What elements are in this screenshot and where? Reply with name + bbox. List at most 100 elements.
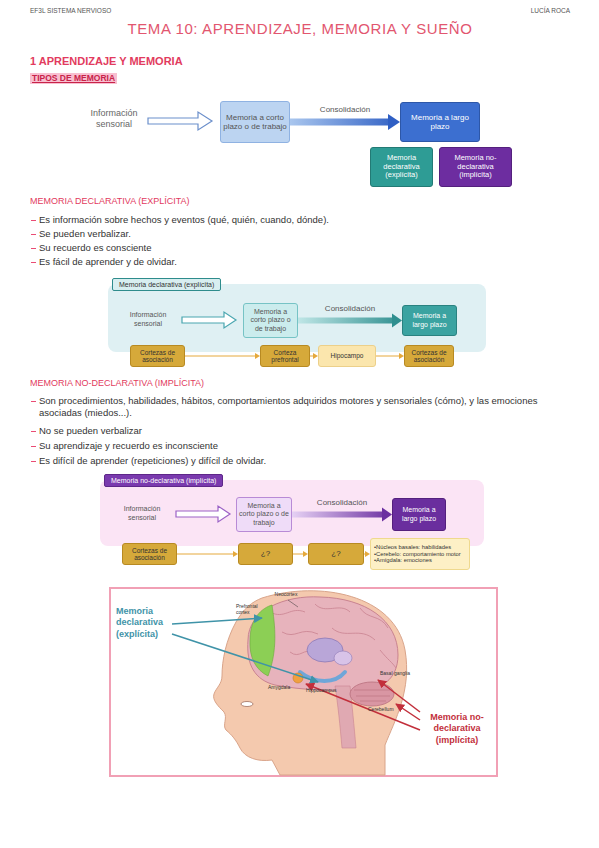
connector-arrow — [290, 114, 400, 130]
memory-box: •Núcleos basales: habilidades•Cerebelo: … — [370, 538, 470, 570]
arrow-head — [303, 551, 308, 557]
bullet-text: Es fácil de aprender y de olvidar. — [30, 256, 575, 268]
memory-box: Cortezas de asociación — [122, 543, 177, 565]
node-text: Memoria a largo plazo — [405, 312, 454, 328]
node-text: Memoria a corto plazo o de trabajo — [246, 308, 295, 332]
brain — [248, 597, 398, 691]
connector-arrow — [177, 551, 238, 557]
connector-arrow — [364, 551, 370, 557]
arrow-head — [392, 314, 402, 328]
memory-box: Cortezas de asociación — [130, 345, 185, 367]
input-label: Información sensorial — [80, 108, 148, 131]
node-text: ¿? — [261, 549, 270, 558]
part-name: Hippocampus — [306, 687, 346, 693]
node-text: •Cerebelo: comportamiento motor — [374, 551, 461, 558]
node-text: Memoria a largo plazo — [395, 506, 443, 522]
memory-box: ¿? — [308, 543, 364, 565]
cerebellum-folds — [354, 690, 390, 701]
subsection-heading: TIPOS DE MEMORIA — [30, 73, 117, 84]
hollow-arrow — [148, 112, 212, 130]
connector-line — [376, 356, 400, 357]
amygdala — [293, 673, 303, 683]
connector-line — [185, 356, 256, 357]
memory-box: Memoria no-declarativa (implícita) — [439, 147, 512, 187]
arrow-head — [313, 353, 318, 359]
memory-band: Memoria declarativa (explícita)Memoria a… — [108, 284, 486, 352]
bullet-text: Su recuerdo es consciente — [30, 242, 575, 254]
author-name: LUCÍA ROCA — [490, 7, 570, 15]
part-name: Neocortex — [266, 591, 306, 597]
bullet-text: Son procedimientos, habilidades, hábitos… — [30, 395, 578, 419]
running-header: EF3L SISTEMA NERVIOSO — [30, 7, 190, 15]
memory-box: Corteza prefrontal — [260, 345, 310, 367]
hippocampus — [300, 672, 345, 681]
leader-line — [288, 600, 298, 607]
memory-box: Memoria a largo plazo — [392, 498, 446, 531]
bullet-text: Su aprendizaje y recuerdo es inconscient… — [30, 440, 575, 452]
node-text: Cortezas de asociación — [133, 349, 182, 364]
prefrontal-region — [250, 605, 275, 676]
memory-box: Cortezas de asociación — [404, 345, 454, 367]
arrow-head — [399, 353, 404, 359]
arrow-head — [388, 114, 400, 130]
memory-box: Memoria a corto plazo o de trabajo — [220, 101, 290, 143]
arrow-head — [255, 353, 260, 359]
edge-label: Consolidación — [320, 105, 370, 115]
brain-gyri — [270, 604, 396, 668]
page-title: TEMA 10: APRENDIZAJE, MEMORIA Y SUEÑO — [100, 20, 500, 39]
node-text: Hipocampo — [331, 352, 364, 359]
connector-line — [177, 554, 234, 555]
node-text: Memoria declarativa (explícita) — [373, 154, 430, 180]
input-label: Información sensorial — [112, 505, 172, 523]
bullet-text: Se pueden verbalizar. — [30, 228, 575, 240]
bullet-text: Es información sobre hechos y eventos (q… — [30, 214, 575, 226]
band-heading: Memoria no-declarativa (implícita) — [104, 474, 223, 487]
leader-arrow — [378, 680, 420, 712]
memory-box: Memoria a corto plazo o de trabajo — [243, 303, 298, 338]
hollow-arrow — [176, 506, 230, 522]
node-text: Corteza prefrontal — [263, 349, 307, 364]
node-text: Memoria a largo plazo — [403, 113, 477, 131]
part-name: Basal ganglia — [380, 670, 412, 676]
connector-arrow — [310, 353, 318, 359]
connector-arrow — [292, 508, 392, 522]
memory-box: Hipocampo — [318, 345, 376, 367]
callout-label: Memoria declarativa (explícita) — [116, 606, 178, 640]
band-heading: Memoria declarativa (explícita) — [112, 278, 221, 291]
callout-label: Memoria no-declarativa (implícita) — [422, 712, 492, 746]
node-text: Memoria a corto plazo o de trabajo — [223, 113, 287, 131]
memory-box: Memoria a largo plazo — [402, 305, 457, 336]
memory-box: ¿? — [238, 543, 293, 565]
part-name: Prefrontal cortex — [236, 603, 268, 616]
part-name: Amygdala — [268, 684, 298, 690]
connector-line — [298, 318, 394, 324]
node-text: Memoria no-declarativa (implícita) — [442, 154, 509, 180]
connector-line — [364, 554, 366, 555]
connector-arrow — [298, 314, 402, 328]
edge-label: Consolidación — [317, 498, 367, 508]
bullet-text: No se pueden verbalizar — [30, 425, 575, 437]
connector-line — [310, 356, 314, 357]
leader-arrow — [172, 634, 318, 682]
node-text: Cortezas de asociación — [407, 349, 451, 364]
arrow-head — [382, 508, 392, 522]
node-text: Cortezas de asociación — [125, 547, 174, 562]
connector-arrow — [376, 353, 404, 359]
brainstem — [335, 686, 356, 748]
edge-label: Consolidación — [325, 304, 375, 314]
memory-box: Memoria a corto plazo o de trabajo — [236, 497, 292, 532]
node-text: ¿? — [331, 549, 340, 558]
memory-band: Memoria no-declarativa (implícita)Memori… — [100, 480, 484, 546]
bullet-text: Es difícil de aprender (repeticiones) y … — [30, 455, 575, 467]
memory-box: Memoria declarativa (explícita) — [370, 147, 433, 187]
part-name: Cerebellum — [368, 706, 408, 712]
leader-arrow — [172, 618, 262, 624]
connector-line — [293, 554, 304, 555]
node-text: Memoria a corto plazo o de trabajo — [239, 502, 289, 526]
node-text: •Amígdala: emociones — [374, 557, 432, 564]
